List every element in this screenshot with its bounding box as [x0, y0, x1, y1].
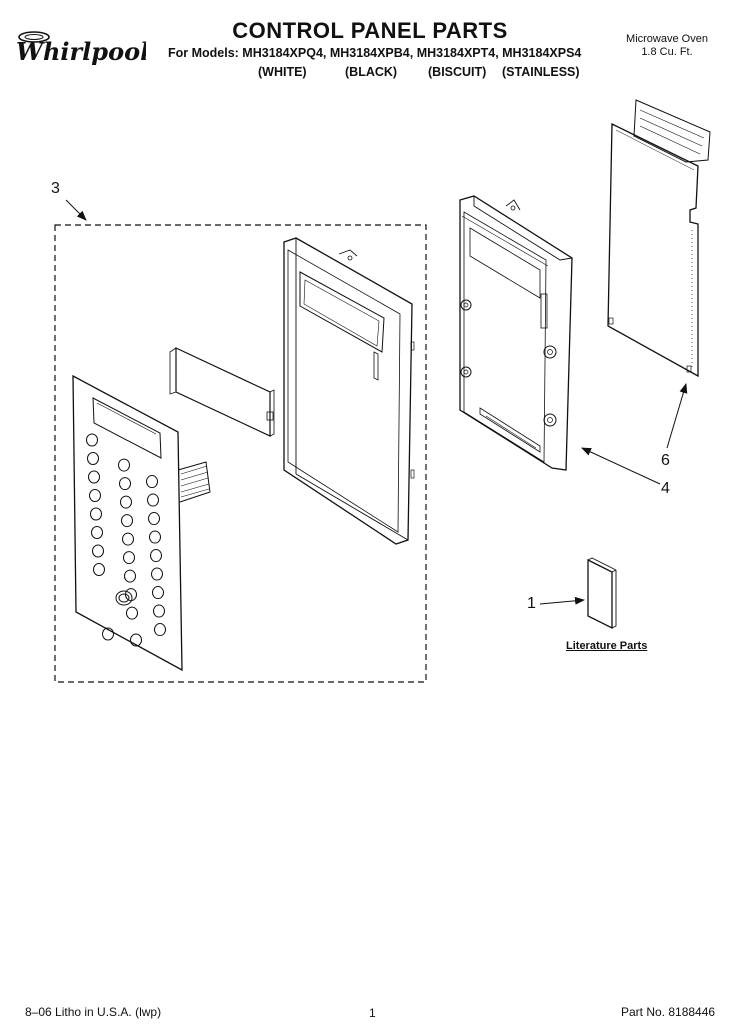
keypad-button	[148, 512, 160, 526]
literature-booklet	[587, 557, 617, 630]
keypad-button	[124, 569, 136, 583]
keypad-button	[93, 563, 105, 576]
keypad-button	[120, 495, 132, 509]
keypad-button	[122, 532, 134, 546]
keypad-membrane	[72, 374, 211, 672]
page-title: CONTROL PANEL PARTS	[232, 18, 508, 43]
keypad-button	[91, 526, 103, 539]
keypad-button	[92, 544, 104, 558]
keypad-button	[119, 477, 131, 491]
callout-leader-3	[65, 199, 87, 221]
footer-part-number: Part No. 8188446	[621, 1005, 716, 1019]
keypad-button	[118, 458, 130, 472]
footer-page-number: 1	[369, 1006, 376, 1020]
mounting-bracket	[459, 195, 573, 471]
models-line: For Models: MH3184XPQ4, MH3184XPB4, MH31…	[168, 46, 582, 60]
keypad-start-button	[115, 590, 133, 606]
keypad-button	[89, 489, 101, 502]
keypad-button	[86, 433, 98, 447]
keypad-start-button-inner	[118, 593, 130, 603]
keypad-button	[123, 551, 135, 565]
literature-parts-label: Literature Parts	[566, 640, 648, 652]
callout-leader-6	[666, 383, 688, 449]
keypad-button	[150, 549, 162, 563]
footer-litho: 8–06 Litho in U.S.A. (lwp)	[25, 1005, 162, 1019]
keypad-button	[88, 470, 100, 484]
callout-leader-4	[581, 447, 661, 485]
callout-3: 3	[51, 180, 60, 197]
callout-leader-1	[539, 596, 585, 605]
keypad-button	[102, 627, 114, 641]
control-circuit-board	[607, 99, 711, 378]
assembly-boundary	[54, 224, 427, 683]
keypad-button	[90, 507, 102, 521]
keypad-button	[152, 586, 164, 600]
control-panel-frame	[283, 237, 415, 545]
keypad-button	[130, 633, 142, 647]
keypad-button	[87, 452, 99, 465]
product-capacity: 1.8 Cu. Ft.	[641, 46, 693, 58]
logo-wordmark: Whirlpool	[16, 37, 146, 66]
keypad-button	[151, 567, 163, 581]
variant-white: (WHITE)	[258, 65, 307, 79]
keypad-button	[146, 475, 158, 489]
variant-stainless: (STAINLESS)	[502, 65, 580, 79]
logo-swoosh-icon	[18, 31, 50, 43]
keypad-button	[126, 606, 138, 620]
keypad-button	[149, 530, 161, 544]
keypad-button	[147, 493, 159, 507]
whirlpool-logo: Whirlpool	[16, 31, 146, 66]
variant-biscuit: (BISCUIT)	[428, 65, 487, 79]
variant-black: (BLACK)	[345, 65, 398, 79]
callout-1: 1	[527, 595, 536, 612]
display-window	[169, 347, 275, 437]
callout-4: 4	[661, 480, 670, 497]
keypad-button	[121, 514, 133, 528]
keypad-button	[154, 623, 166, 637]
keypad-buttons	[86, 433, 166, 647]
product-name: Microwave Oven	[626, 33, 708, 45]
callout-6: 6	[661, 452, 670, 469]
keypad-button	[153, 604, 165, 618]
